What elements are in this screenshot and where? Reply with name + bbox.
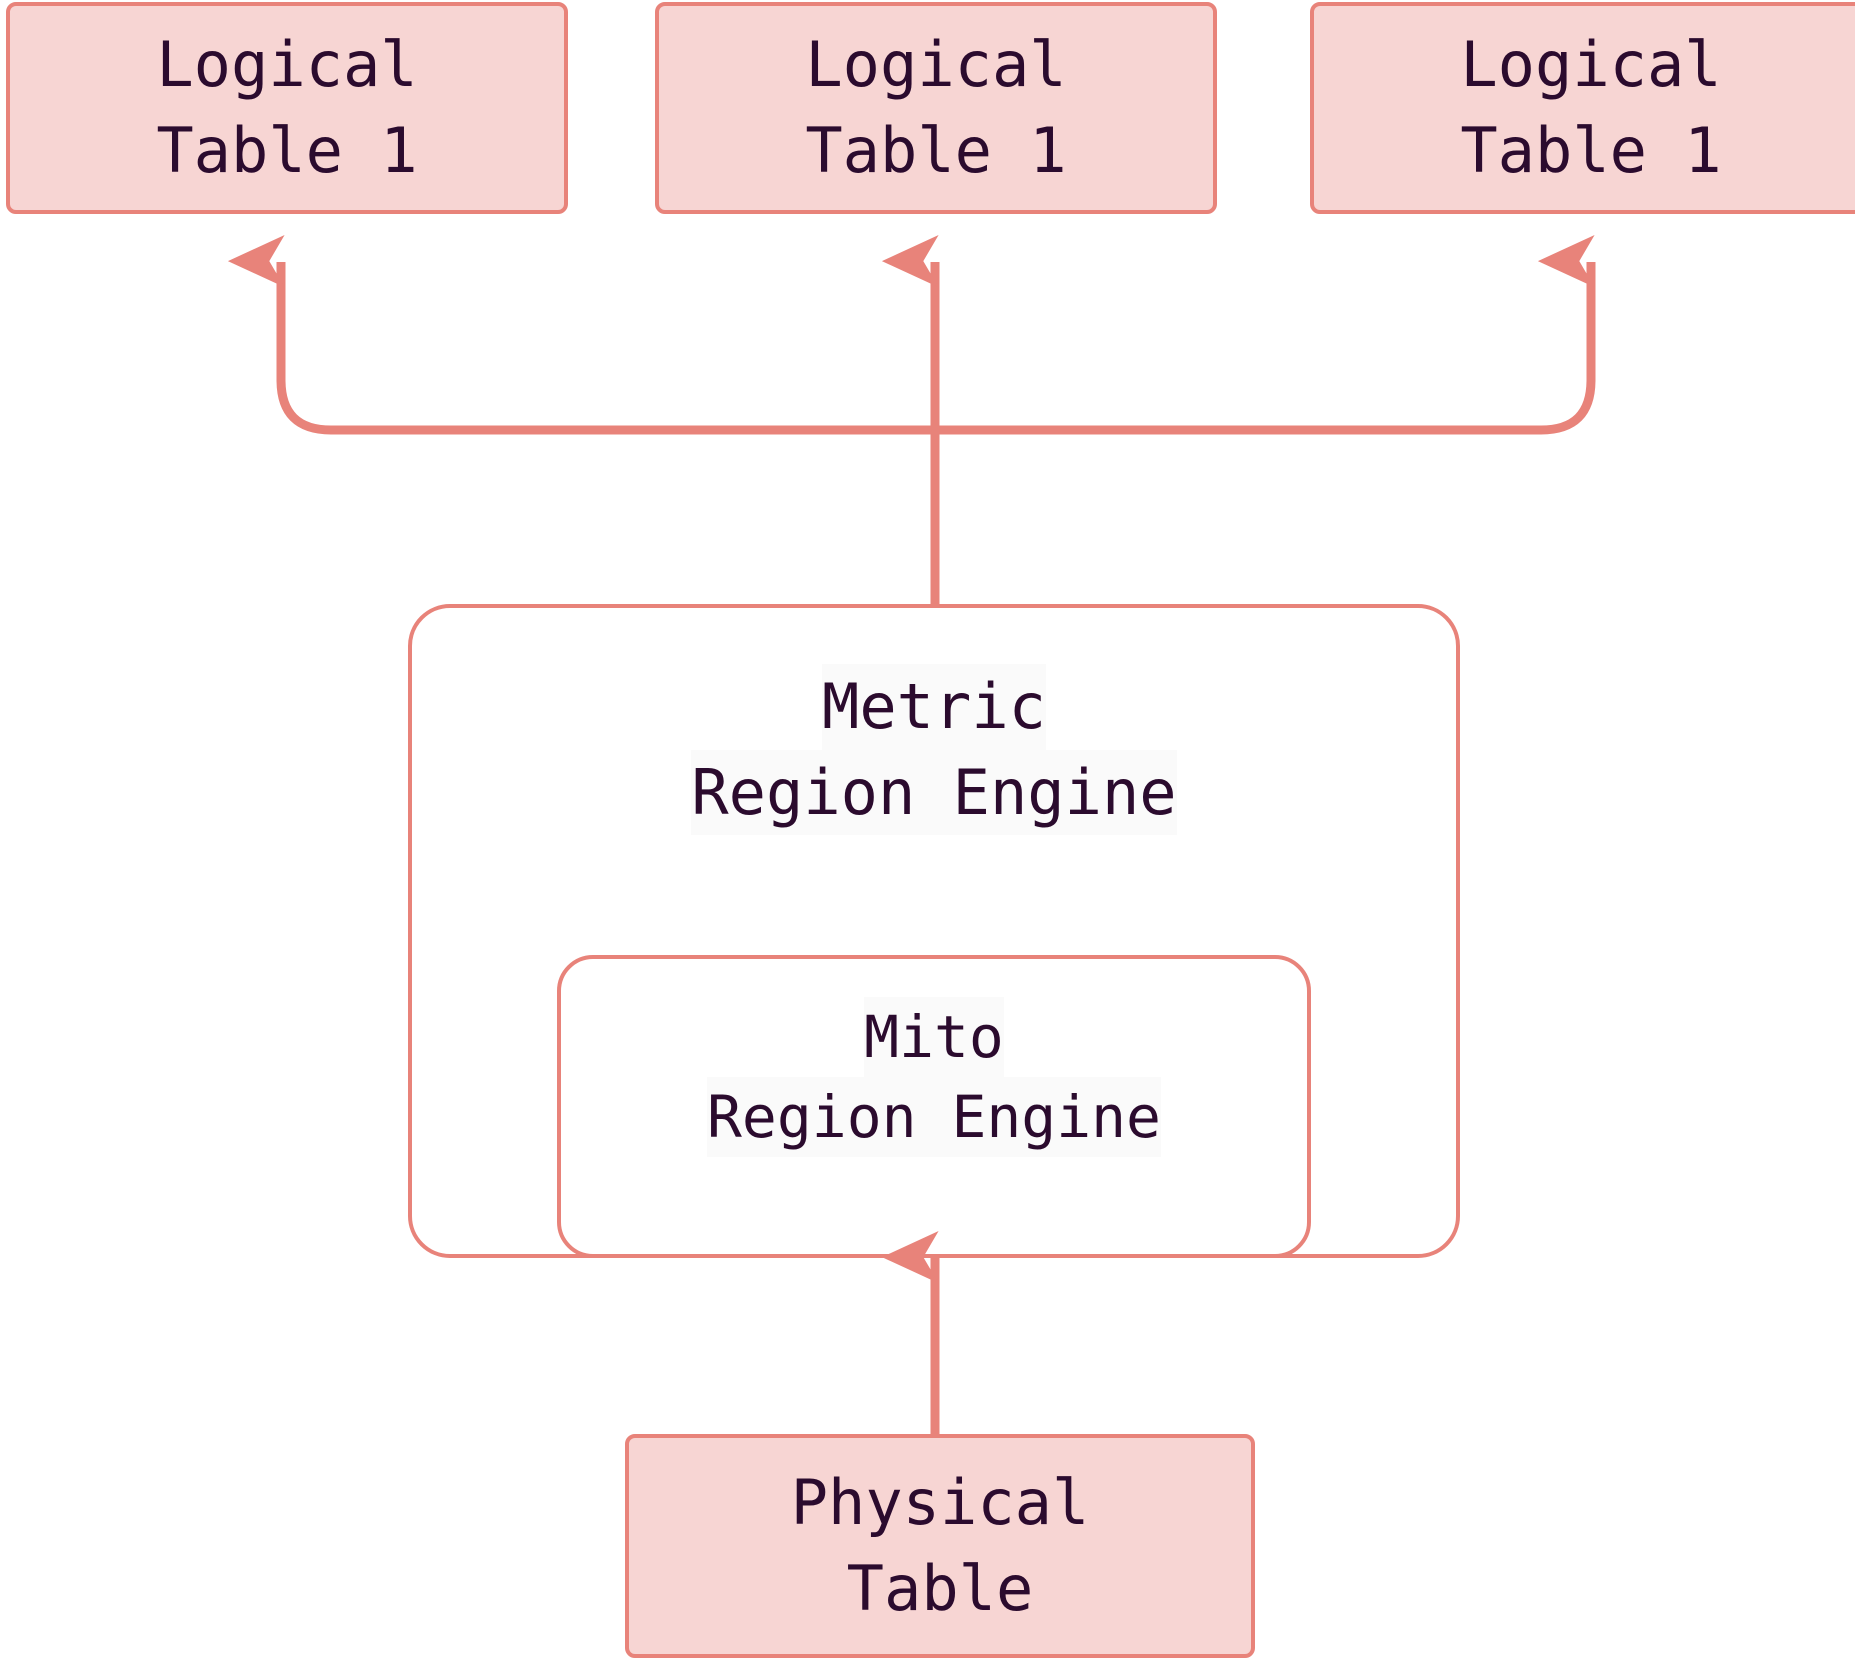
node-label-line1: Logical bbox=[805, 28, 1067, 102]
edge-metric-to-logical-2 bbox=[935, 235, 1596, 435]
node-label-line1: Logical bbox=[156, 28, 418, 102]
node-label-line2: Table 1 bbox=[805, 114, 1067, 187]
node-logical-table-3[interactable]: Logical Table 1 bbox=[1310, 2, 1855, 214]
node-label-line1: Physical bbox=[790, 1466, 1090, 1540]
node-mito-region-engine[interactable]: Mito Region Engine bbox=[557, 955, 1311, 1258]
node-label-line1: Mito bbox=[864, 997, 1004, 1078]
node-logical-table-2[interactable]: Logical Table 1 bbox=[655, 2, 1217, 214]
node-label-line2: Region Engine bbox=[691, 749, 1177, 836]
node-label-line2: Table 1 bbox=[156, 114, 418, 187]
node-label-line1: Metric bbox=[822, 664, 1046, 750]
node-physical-table[interactable]: Physical Table bbox=[625, 1434, 1255, 1658]
node-label-line2: Table 1 bbox=[1460, 114, 1722, 187]
node-metric-region-engine[interactable]: Metric Region Engine bbox=[408, 604, 1460, 1258]
node-label-line2: Table bbox=[846, 1552, 1034, 1625]
node-label-line1: Logical bbox=[1460, 28, 1722, 102]
node-logical-table-1[interactable]: Logical Table 1 bbox=[6, 2, 568, 214]
node-label-line2: Region Engine bbox=[707, 1077, 1161, 1158]
edge-metric-to-logical-0 bbox=[227, 235, 935, 435]
